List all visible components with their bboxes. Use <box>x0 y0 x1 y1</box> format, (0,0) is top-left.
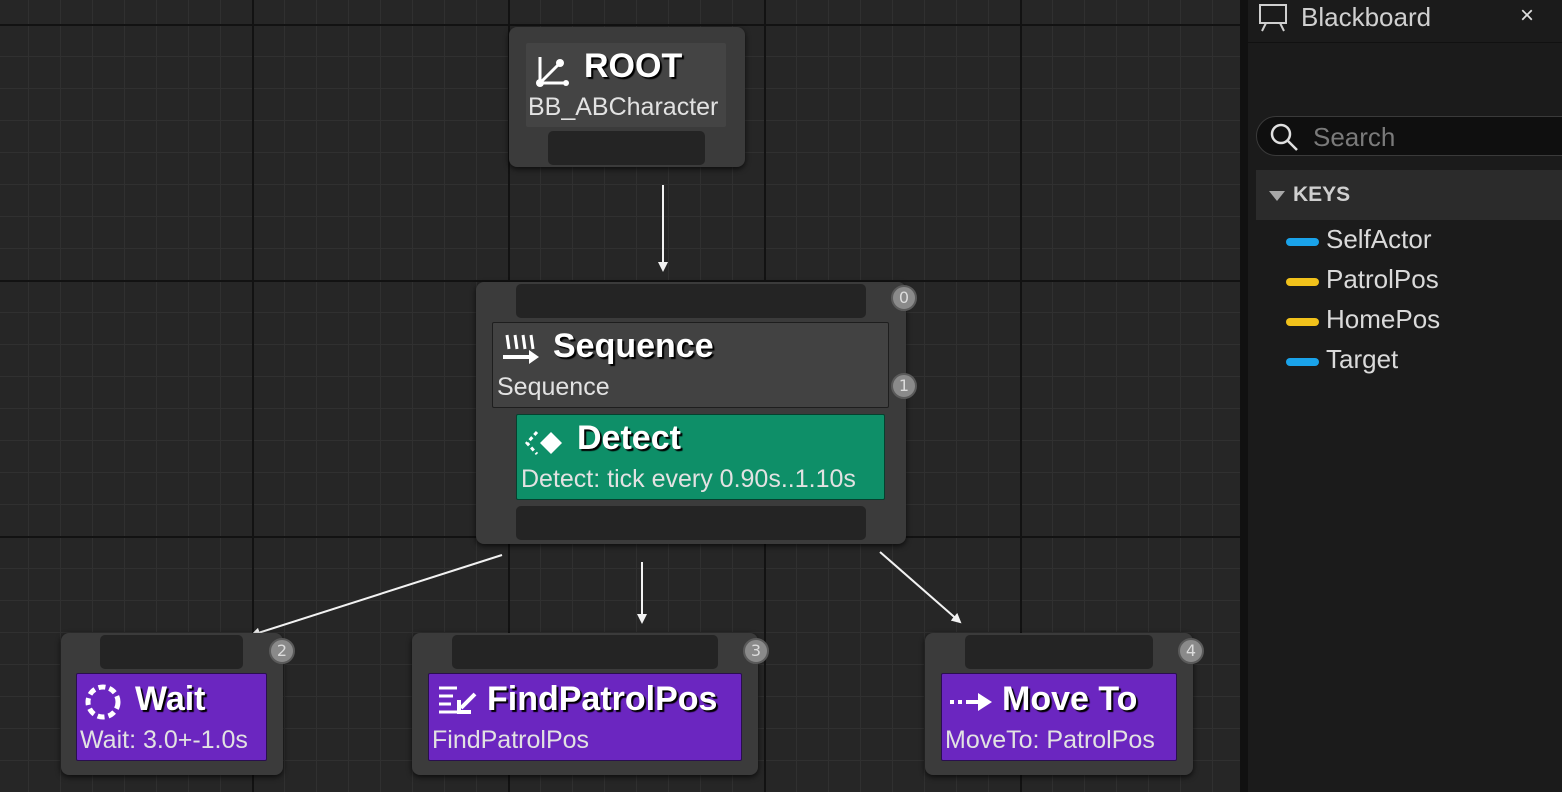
behavior-tree-graph[interactable]: ROOT BB_ABCharacter Sequence Sequence De… <box>0 0 1240 792</box>
chevron-down-icon[interactable] <box>1268 190 1286 202</box>
blackboard-title: Blackboard <box>1301 2 1432 32</box>
service-icon <box>525 430 562 456</box>
task-list-icon <box>439 686 477 714</box>
moveto-task-card[interactable]: Move To MoveTo: PatrolPos <box>941 673 1177 761</box>
sequence-output-pin[interactable] <box>516 506 866 540</box>
blackboard-panel: Blackboard × KEYS SelfActor PatrolPos Ho… <box>1248 0 1562 792</box>
keys-category-header[interactable]: KEYS <box>1256 170 1562 220</box>
moveto-input-pin[interactable] <box>965 635 1153 669</box>
key-label: HomePos <box>1326 304 1441 334</box>
findpatrolpos-title: FindPatrolPos <box>487 680 718 718</box>
sequence-node[interactable]: Sequence Sequence Detect Detect: tick ev… <box>476 282 906 544</box>
sequence-title: Sequence <box>553 327 714 365</box>
root-node[interactable]: ROOT BB_ABCharacter <box>509 27 745 167</box>
panel-splitter[interactable] <box>1240 0 1248 792</box>
wait-task-node[interactable]: Wait Wait: 3.0+-1.0s <box>61 633 283 775</box>
key-type-indicator <box>1286 358 1319 366</box>
move-arrow-icon <box>950 693 992 711</box>
wait-input-pin[interactable] <box>100 635 243 669</box>
execution-order-badge-2: 2 <box>269 638 295 664</box>
detect-title: Detect <box>577 419 681 457</box>
blackboard-icon <box>1259 4 1287 32</box>
findpatrolpos-task-node[interactable]: FindPatrolPos FindPatrolPos <box>412 633 758 775</box>
sequence-input-pin[interactable] <box>516 284 866 318</box>
keys-label: KEYS <box>1293 183 1351 206</box>
key-type-indicator <box>1286 318 1319 326</box>
wire-sequence-moveto <box>879 551 962 624</box>
execution-order-badge-1: 1 <box>891 373 917 399</box>
root-output-pin[interactable] <box>548 131 705 165</box>
detect-subtitle: Detect: tick every 0.90s..1.10s <box>521 465 856 493</box>
key-type-indicator <box>1286 278 1319 286</box>
root-title: ROOT <box>584 47 683 85</box>
search-input[interactable] <box>1311 121 1562 153</box>
wait-title: Wait <box>135 680 206 718</box>
wait-subtitle: Wait: 3.0+-1.0s <box>80 726 248 754</box>
findpatrolpos-subtitle: FindPatrolPos <box>432 726 590 754</box>
findpatrolpos-task-card[interactable]: FindPatrolPos FindPatrolPos <box>428 673 742 761</box>
moveto-task-node[interactable]: Move To MoveTo: PatrolPos <box>925 633 1193 775</box>
execution-order-badge-3: 3 <box>743 638 769 664</box>
execution-order-badge-4: 4 <box>1178 638 1204 664</box>
sequence-subtitle: Sequence <box>497 373 610 401</box>
detect-service[interactable]: Detect Detect: tick every 0.90s..1.10s <box>516 414 885 500</box>
search-icon <box>1270 123 1298 151</box>
moveto-title: Move To <box>1002 680 1138 718</box>
wait-task-card[interactable]: Wait Wait: 3.0+-1.0s <box>76 673 267 761</box>
key-label: Target <box>1326 344 1399 374</box>
sequence-icon <box>503 334 539 364</box>
close-icon[interactable]: × <box>1520 2 1535 29</box>
wire-sequence-wait <box>250 554 503 638</box>
blackboard-tab[interactable]: Blackboard × <box>1248 0 1562 43</box>
root-header: ROOT BB_ABCharacter <box>526 43 726 127</box>
wait-icon <box>85 684 121 720</box>
moveto-subtitle: MoveTo: PatrolPos <box>945 726 1155 754</box>
connection-wires <box>250 185 962 638</box>
execution-order-badge-0: 0 <box>891 285 917 311</box>
findpatrolpos-input-pin[interactable] <box>452 635 718 669</box>
root-subtitle: BB_ABCharacter <box>528 93 719 121</box>
search-box[interactable] <box>1256 116 1562 156</box>
key-label: SelfActor <box>1326 224 1432 254</box>
sequence-composite[interactable]: Sequence Sequence <box>492 322 889 408</box>
key-type-indicator <box>1286 238 1319 246</box>
root-icon <box>536 57 569 87</box>
key-label: PatrolPos <box>1326 264 1439 294</box>
